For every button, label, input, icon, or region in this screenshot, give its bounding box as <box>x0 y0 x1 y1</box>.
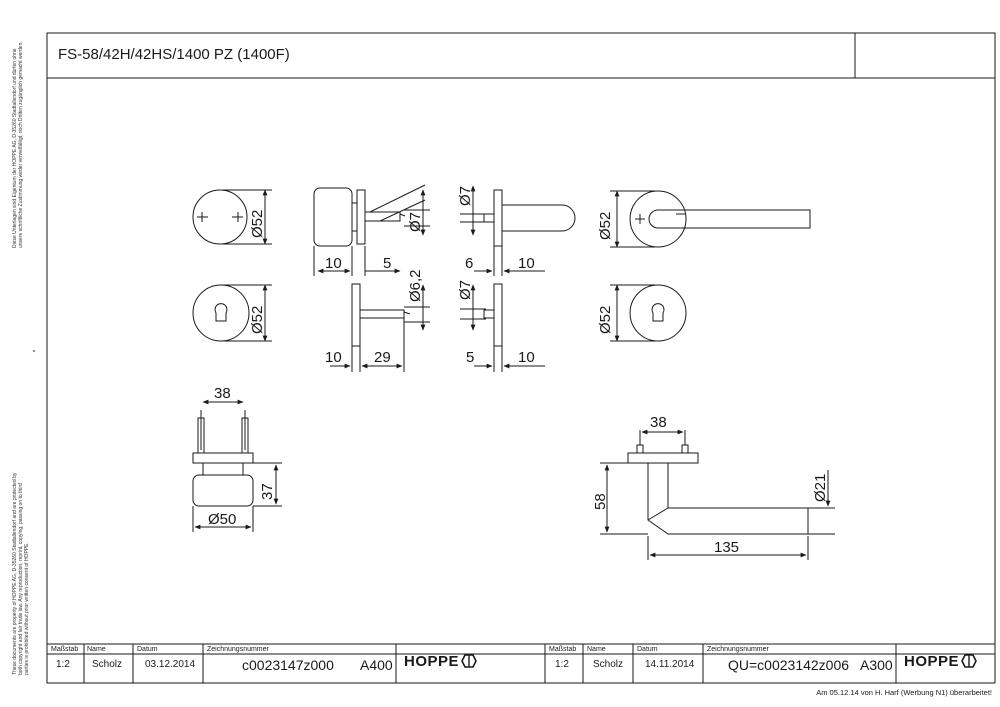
drawing-number: c0023147z000 <box>242 657 334 673</box>
lever-escutcheon-side-view <box>460 283 545 372</box>
dim-knob-side-w1: 10 <box>325 255 342 272</box>
drawing-title: FS-58/42H/42HS/1400 PZ (1400F) <box>58 46 290 63</box>
rosette-front-view <box>192 189 272 245</box>
name-value: Scholz <box>92 659 123 670</box>
dim-lever-side-pin-dia: Ø7 <box>457 186 474 206</box>
dim-escutcheon-side-w2: 29 <box>374 349 391 366</box>
title-block-frame <box>47 643 995 683</box>
dim-lever-side-w2: 10 <box>518 255 535 272</box>
escutcheon-side-view <box>330 283 430 372</box>
side-notice-german: Diese Unterlagen sind Eigentum der HOPPE… <box>12 41 24 248</box>
drawing-frame <box>46 32 996 684</box>
name-label: Name <box>87 646 106 653</box>
lever-rosette-front <box>610 190 811 248</box>
dim-rosette-escutcheon-dia: Ø52 <box>249 306 266 334</box>
dim-escutcheon-pin-dia: Ø6,2 <box>407 269 424 302</box>
scale-label: Maßstab <box>549 646 577 653</box>
revision-note: Am 05.12.14 von H. Harf (Werbung N1) übe… <box>816 688 992 697</box>
date-value: 14.11.2014 <box>645 659 695 670</box>
dim-lever-esc-pin-dia: Ø7 <box>457 280 474 300</box>
dim-escutcheon-side-w1: 10 <box>325 349 342 366</box>
scale-value: 1:2 <box>555 659 569 670</box>
hoppe-logo: HOPPE <box>904 653 977 670</box>
scale-label: Maßstab <box>51 646 79 653</box>
drawing-number-label: Zeichnungsnummer <box>707 646 769 653</box>
date-label: Datum <box>137 646 158 653</box>
dim-knob-pin-dia: Ø7 <box>407 212 424 232</box>
dim-lever-height: 58 <box>592 493 609 510</box>
dim-lever-side-w1: 6 <box>465 255 473 272</box>
date-label: Datum <box>637 646 658 653</box>
dim-lever-esc-w2: 10 <box>518 349 535 366</box>
name-value: Scholz <box>593 659 624 670</box>
paper-format: A400 <box>360 657 393 673</box>
knob-side-view <box>313 184 430 276</box>
dim-lever-rosette-dia: Ø52 <box>597 212 614 240</box>
date-value: 03.12.2014 <box>145 659 196 670</box>
dimension-labels: Ø52 10 5 Ø7 10 29 Ø6,2 Ø52 Ø7 6 10 Ø7 5 … <box>208 186 829 556</box>
dim-lever-grip-dia: Ø21 <box>812 474 829 502</box>
dim-knob-spacing: 38 <box>214 385 231 402</box>
name-label: Name <box>587 646 606 653</box>
hoppe-logo: HOPPE <box>404 653 477 670</box>
dim-lever-spacing: 38 <box>650 414 667 431</box>
drawing-number-label: Zeichnungsnummer <box>207 646 269 653</box>
dim-rosette-top-dia: Ø52 <box>249 210 266 238</box>
scale-value: 1:2 <box>56 659 70 670</box>
side-notice-english: These documents are property of HOPPE AG… <box>12 472 30 675</box>
dim-knob-height: 37 <box>259 483 276 500</box>
dim-knob-dia: Ø50 <box>208 511 236 528</box>
drawing-number: QU=c0023142z006 <box>728 657 850 673</box>
lever-assembly-view <box>600 429 835 560</box>
hoppe-mark-icon <box>961 654 977 668</box>
dim-lever-length: 135 <box>714 539 739 556</box>
escutcheon-front-left <box>192 284 272 342</box>
hoppe-mark-icon <box>461 654 477 668</box>
knob-assembly-view <box>192 399 282 532</box>
paper-format: A300 <box>860 657 893 673</box>
dim-knob-side-w2: 5 <box>383 255 391 272</box>
lever-side-view <box>460 185 576 276</box>
dim-lever-esc-w1: 5 <box>466 349 474 366</box>
dim-lever-escutcheon-dia: Ø52 <box>597 306 614 334</box>
escutcheon-front-right <box>610 284 687 342</box>
